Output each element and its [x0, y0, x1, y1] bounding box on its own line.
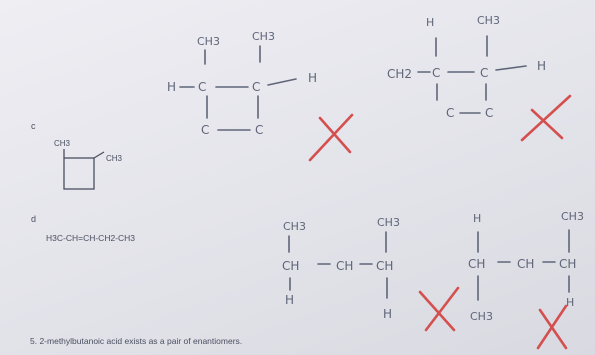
bond: [495, 65, 527, 71]
structure-cyclobutane-b: H CH3 CH2 C C H C C: [387, 14, 546, 120]
c-label: C: [480, 66, 488, 80]
structure-chain-a: CH3 CH3 CH CH CH H H: [282, 216, 400, 321]
ch-label: CH: [282, 259, 299, 273]
red-x-mark: [520, 94, 572, 142]
part-d-label: d: [31, 214, 36, 224]
red-x-mark: [536, 304, 568, 350]
structure-chain-b: H CH3 CH CH CH CH3 H: [468, 210, 584, 323]
part-c-label: c: [31, 121, 36, 131]
ch3-label: CH3: [197, 35, 220, 48]
h-label: H: [285, 293, 294, 307]
ch3-label: CH3: [561, 210, 584, 223]
c-label: C: [432, 66, 440, 80]
printed-condensed-formula: H3C-CH=CH-CH2-CH3: [46, 233, 135, 243]
h-label: H: [537, 59, 546, 73]
h-label: H: [426, 16, 434, 29]
structure-cyclobutane-a: CH3 CH3 H C C H C C: [167, 30, 317, 137]
ch-label: CH: [468, 257, 485, 271]
ch3-label: CH3: [470, 310, 493, 323]
footer-statement: 5. 2-methylbutanoic acid exists as a pai…: [30, 336, 242, 346]
h-label: H: [473, 212, 481, 225]
h-label: H: [383, 307, 392, 321]
c-label: C: [198, 80, 206, 94]
ch-label: CH: [376, 259, 393, 273]
red-x-mark: [308, 113, 354, 162]
h-label: H: [308, 71, 317, 85]
ch-label: CH: [517, 257, 534, 271]
c-label: C: [201, 123, 209, 137]
c-label: C: [255, 123, 263, 137]
ch2-label: CH2: [387, 67, 412, 81]
c-label: C: [446, 106, 454, 120]
h-label: H: [566, 296, 574, 309]
c-label: C: [485, 106, 493, 120]
printed-ch3: CH3: [54, 139, 71, 148]
red-x-mark: [418, 286, 460, 332]
ch3-label: CH3: [283, 220, 306, 233]
ch3-label: CH3: [477, 14, 500, 27]
ch3-label: CH3: [377, 216, 400, 229]
printed-ch3: CH3: [106, 154, 123, 163]
structure-methylcyclobutane: CH3 CH3: [54, 139, 123, 190]
cyclobutane-ring: [63, 157, 95, 190]
ch-label: CH: [336, 259, 353, 273]
ch-label: CH: [559, 257, 576, 271]
h-label: H: [167, 80, 176, 94]
c-label: C: [252, 80, 260, 94]
ch3-label: CH3: [252, 30, 275, 43]
bond: [267, 78, 297, 86]
